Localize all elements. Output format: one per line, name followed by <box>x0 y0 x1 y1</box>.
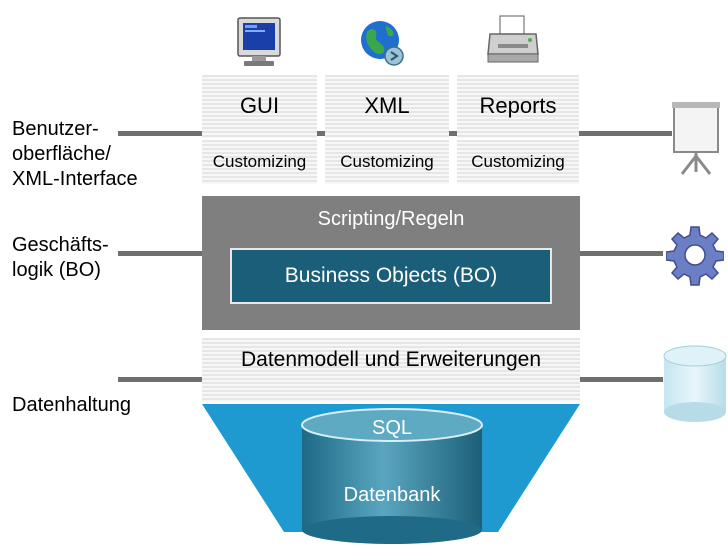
monitor-icon <box>237 17 281 66</box>
reports-customizing-box: Customizing <box>457 140 579 184</box>
reports-title: Reports <box>479 93 557 118</box>
data-line-right <box>575 377 663 382</box>
business-logic-layer: Scripting/Regeln Business Objects (BO) <box>202 196 580 330</box>
database-label: Datenbank <box>343 484 441 506</box>
data-model-band: Datenmodell und Erweiterungen <box>202 338 580 402</box>
gear-icon <box>666 226 724 286</box>
xml-customizing-box: Customizing <box>325 140 449 184</box>
reports-column: Reports <box>457 75 579 138</box>
scripting-label: Scripting/Regeln <box>317 208 465 230</box>
business-objects-box: Business Objects (BO) <box>230 248 552 304</box>
sql-label: SQL <box>371 417 413 439</box>
logic-line-left <box>118 251 208 256</box>
data-model-label: Datenmodell und Erweiterungen <box>240 348 542 371</box>
gui-customizing: Customizing <box>212 152 307 171</box>
data-layer-label: Datenhaltung <box>12 394 131 416</box>
data-line-left <box>118 377 208 382</box>
reports-customizing: Customizing <box>471 152 565 171</box>
xml-customizing: Customizing <box>340 152 434 171</box>
logic-layer-label: Geschäfts- logik (BO) <box>12 234 109 281</box>
cylinder-icon <box>663 345 727 422</box>
gui-column: GUI <box>202 75 317 138</box>
ui-layer-label: Benutzer- oberfläche/ XML-Interface <box>12 118 138 190</box>
gui-customizing-box: Customizing <box>202 140 317 184</box>
presentation-board-icon <box>672 102 720 175</box>
business-objects-label: Business Objects (BO) <box>284 264 498 287</box>
xml-title: XML <box>364 93 410 118</box>
logic-line-right <box>575 251 663 256</box>
globe-icon <box>361 21 404 66</box>
printer-icon <box>487 15 539 63</box>
gui-title: GUI <box>239 93 280 118</box>
xml-column: XML <box>325 75 449 138</box>
